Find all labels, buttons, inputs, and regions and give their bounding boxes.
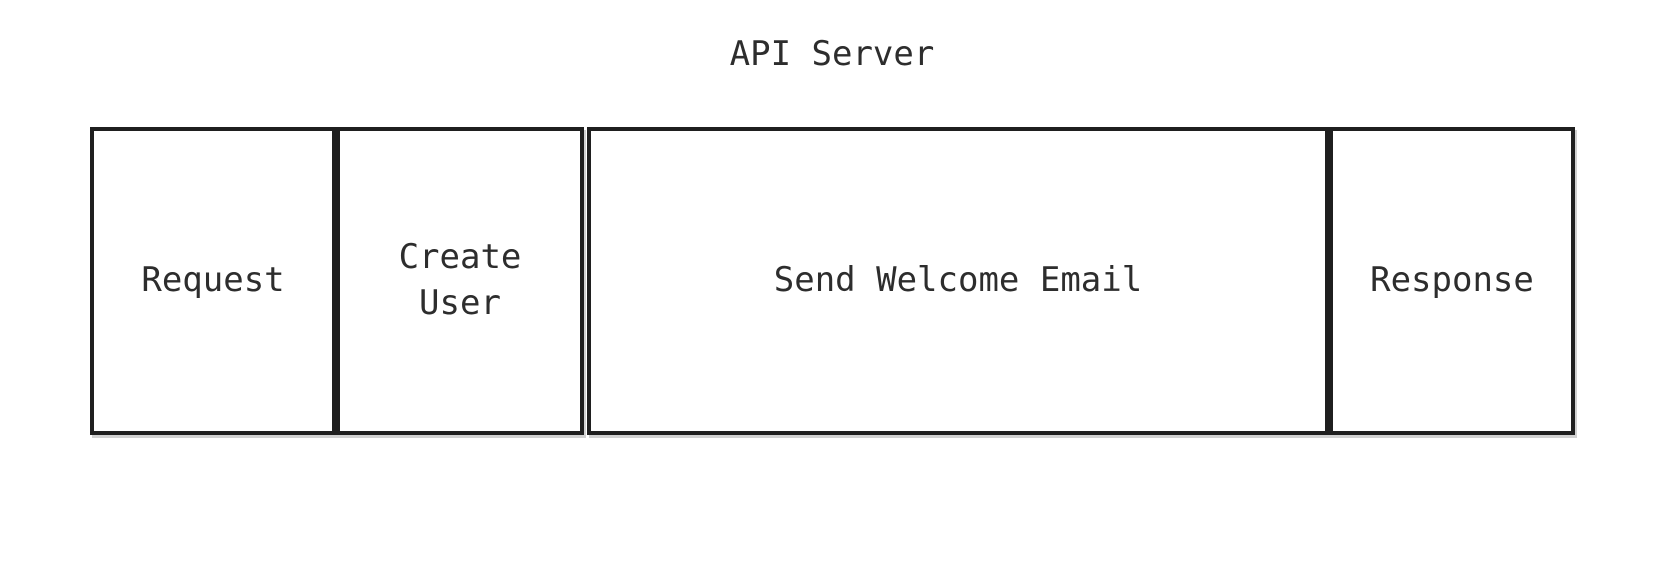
span-create-user: Create User	[336, 127, 584, 435]
span-request: Request	[90, 127, 336, 435]
span-response: Response	[1329, 127, 1575, 435]
span-label: Request	[141, 260, 285, 301]
span-label: Send Welcome Email	[773, 260, 1143, 301]
span-label: Response	[1370, 260, 1534, 301]
span-label: Create User	[398, 237, 522, 323]
span-send-welcome-email: Send Welcome Email	[587, 127, 1329, 435]
span-row: Request Create User Send Welcome Email R…	[90, 127, 1575, 435]
diagram-title: API Server	[729, 34, 935, 74]
